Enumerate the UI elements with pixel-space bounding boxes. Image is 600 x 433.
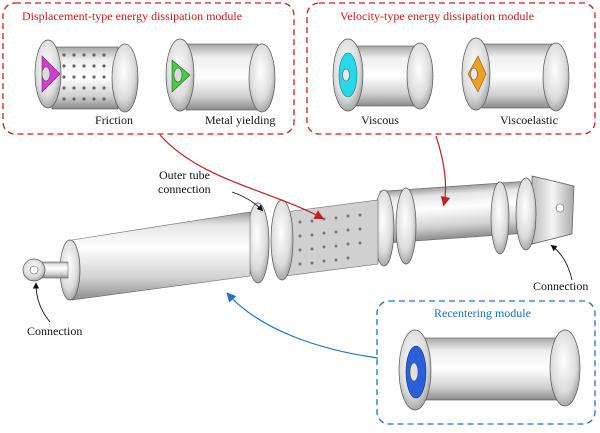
connection-left-leader xyxy=(32,282,51,323)
viscoelastic-module-icon xyxy=(461,37,570,112)
viscoelastic-label: Viscoelastic xyxy=(500,113,558,127)
metal-yielding-label: Metal yielding xyxy=(205,113,276,127)
outer-tube-leader xyxy=(231,191,264,212)
viscous-module-icon xyxy=(332,38,434,112)
recentering-module-icon xyxy=(398,329,581,411)
recentering-module-title: Recentering module xyxy=(434,306,531,320)
velocity-arrow xyxy=(435,135,451,207)
friction-label: Friction xyxy=(95,113,133,127)
recentering-arrow xyxy=(226,292,379,359)
damper-assembly xyxy=(22,175,575,301)
displacement-arrow xyxy=(159,134,325,220)
displacement-module-frame xyxy=(2,2,295,135)
connection-right-leader xyxy=(550,244,573,281)
recentering-module-frame xyxy=(376,300,596,425)
metal-yielding-module-icon xyxy=(165,38,276,113)
velocity-module-frame xyxy=(306,2,596,135)
outer-tube-label-line1: Outer tube xyxy=(159,168,210,182)
friction-module-icon xyxy=(34,39,139,113)
velocity-module-title: Velocity-type energy dissipation module xyxy=(340,9,535,23)
connection-left-label: Connection xyxy=(27,324,83,338)
connection-right-label: Connection xyxy=(533,279,589,293)
displacement-module-title: Displacement-type energy dissipation mod… xyxy=(22,9,243,23)
outer-tube-label-line2: connection xyxy=(158,182,211,196)
viscous-label: Viscous xyxy=(361,113,399,127)
